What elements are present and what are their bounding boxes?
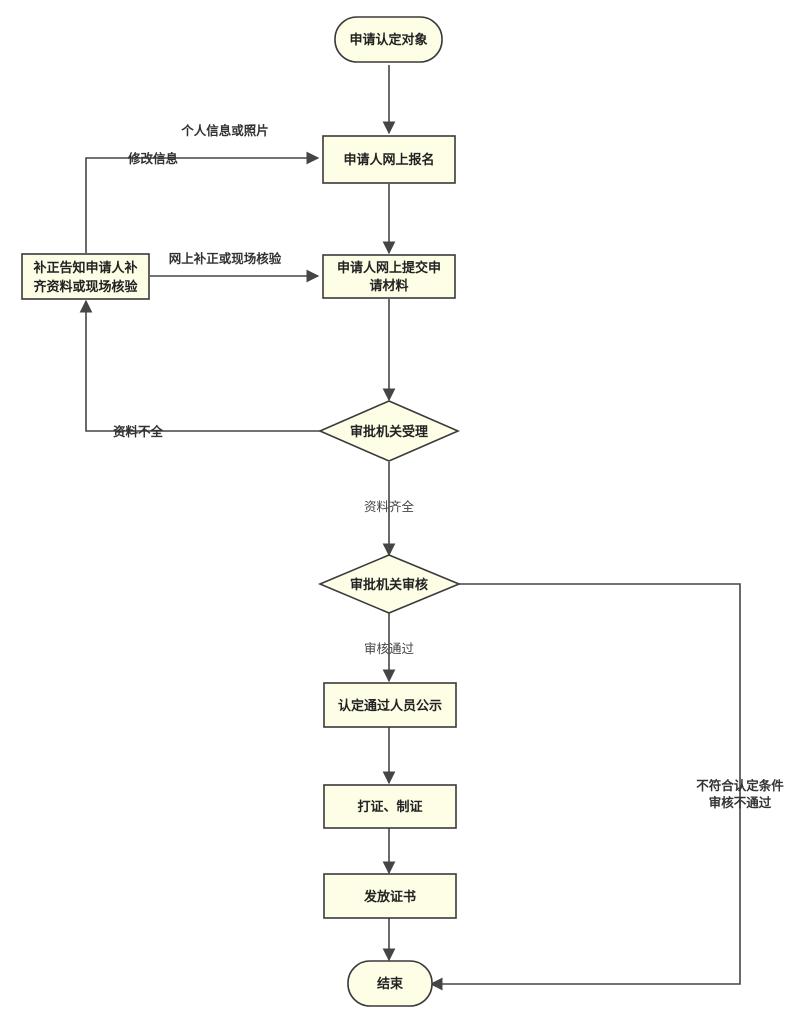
publicity-label: 认定通过人员公示 bbox=[338, 698, 442, 714]
end-node-label: 结束 bbox=[377, 976, 404, 992]
review-decision-node: 审批机关审核 bbox=[317, 554, 462, 614]
print-certificate-node: 打证、制证 bbox=[323, 784, 457, 829]
correction-notice-label-line1: 补正告知申请人补 bbox=[32, 260, 137, 276]
edge-label-materials-complete: 资料齐全 bbox=[364, 499, 415, 514]
accept-decision-node: 审批机关受理 bbox=[317, 400, 461, 462]
submit-materials-label-line1: 申请人网上提交申 bbox=[337, 260, 441, 276]
edge-label-not-qualified-line2: 审核不通过 bbox=[709, 795, 772, 810]
start-node: 申请认定对象 bbox=[334, 16, 443, 63]
review-decision-label: 审批机关审核 bbox=[350, 577, 428, 593]
online-register-label: 申请人网上报名 bbox=[343, 152, 434, 168]
publicity-node: 认定通过人员公示 bbox=[323, 682, 457, 728]
end-node: 结束 bbox=[347, 960, 433, 1007]
edge-label-review-passed: 审核通过 bbox=[364, 641, 415, 656]
start-node-label: 申请认定对象 bbox=[349, 32, 427, 48]
edge-label-materials-incomplete: 资料不全 bbox=[113, 424, 164, 439]
online-register-node: 申请人网上报名 bbox=[322, 135, 456, 184]
print-certificate-label: 打证、制证 bbox=[357, 799, 422, 815]
submit-materials-label-line2: 请材料 bbox=[369, 278, 408, 294]
issue-certificate-label: 发放证书 bbox=[363, 889, 416, 905]
issue-certificate-node: 发放证书 bbox=[323, 873, 457, 919]
edge-label-not-qualified-line1: 不符合认定条件 bbox=[696, 778, 784, 793]
edge-label-online-supplement: 网上补正或现场核验 bbox=[169, 251, 282, 266]
edge-correction-to-register bbox=[85, 151, 320, 253]
edge-label-personal-info: 个人信息或照片 bbox=[180, 123, 269, 138]
correction-notice-node: 补正告知申请人补 齐资料或现场核验 bbox=[21, 253, 150, 300]
edge-label-modify-info: 修改信息 bbox=[127, 151, 179, 166]
connectors bbox=[79, 65, 741, 991]
correction-notice-label-line2: 齐资料或现场核验 bbox=[33, 279, 138, 295]
edge-review-to-end bbox=[429, 583, 741, 991]
accept-decision-label: 审批机关受理 bbox=[350, 424, 428, 440]
edge-accept-to-correction bbox=[79, 299, 320, 432]
submit-materials-node: 申请人网上提交申 请材料 bbox=[322, 254, 456, 299]
